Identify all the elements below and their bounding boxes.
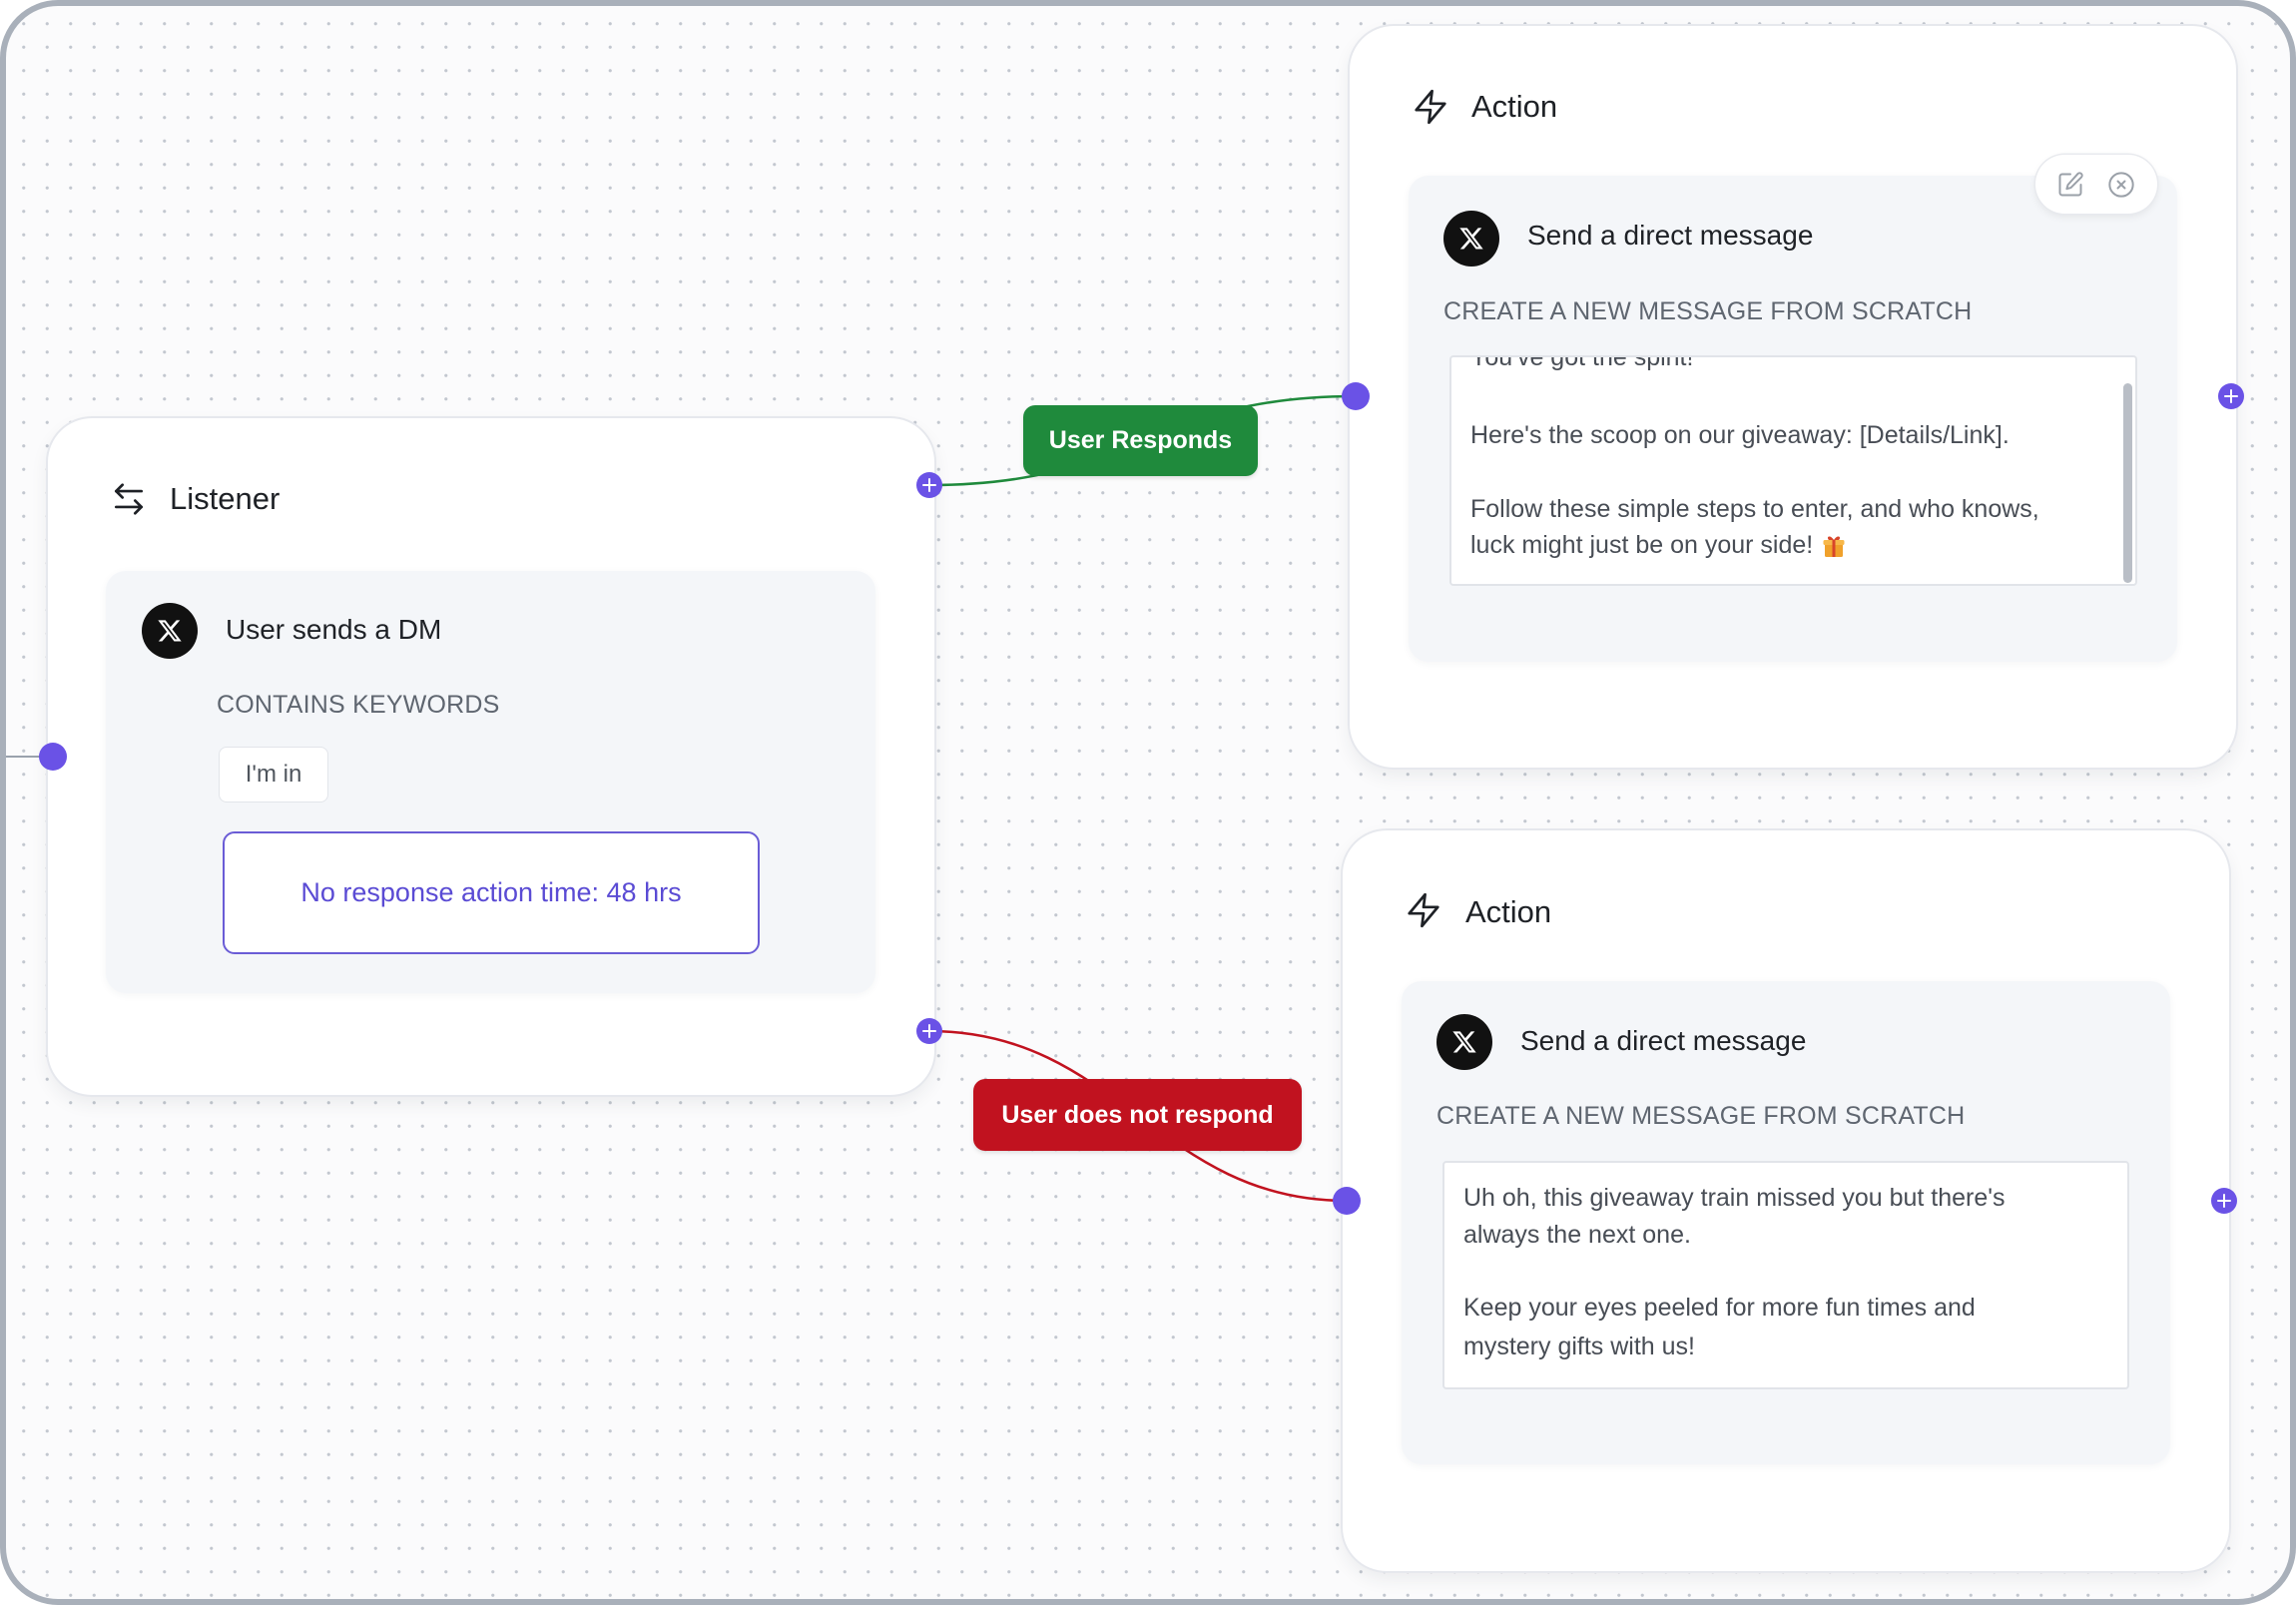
message-textarea[interactable]: Uh oh, this giveaway train missed you bu… [1442,1161,2129,1389]
close-circle-icon[interactable] [2107,171,2135,199]
action-title: Send a direct message [1527,220,1814,251]
message-mode-label: CREATE A NEW MESSAGE FROM SCRATCH [1443,297,1973,325]
x-logo-icon [142,603,198,659]
action-step-panel[interactable]: Send a direct message CREATE A NEW MESSA… [1402,981,2170,1464]
trigger-title: User sends a DM [226,614,442,645]
action-1-input-port[interactable] [1342,382,1370,410]
action-header-label: Action [1471,89,1558,124]
keyword-chip[interactable]: I'm in [219,747,328,802]
message-line: Keep your eyes peeled for more fun times… [1463,1294,1976,1322]
message-line: Uh oh, this giveaway train missed you bu… [1463,1184,2006,1212]
action-card-2[interactable]: Action Send a direct message CREATE A NE… [1343,830,2229,1571]
message-line-with-emoji: luck might just be on your side! [1470,527,1847,564]
lightning-icon [1408,892,1439,928]
no-response-timer-button[interactable]: No response action time: 48 hrs [223,831,760,954]
message-line: You've got the spirit! [1470,355,1694,371]
gift-icon [1823,536,1845,557]
add-branch-responds-button[interactable] [916,472,942,498]
message-mode-label: CREATE A NEW MESSAGE FROM SCRATCH [1436,1102,1966,1130]
message-line: always the next one. [1463,1221,1691,1249]
condition-label: CONTAINS KEYWORDS [217,691,500,719]
action-title: Send a direct message [1520,1025,1807,1056]
branch-label-no-response[interactable]: User does not respond [973,1079,1302,1151]
action-2-input-port[interactable] [1333,1187,1361,1215]
message-textarea[interactable]: You've got the spirit! Here's the scoop … [1449,355,2137,586]
add-branch-no-response-button[interactable] [916,1018,942,1044]
listener-card[interactable]: Listener User sends a DM CONTAINS KEYWOR… [48,418,934,1095]
action-2-add-next-button[interactable] [2211,1188,2237,1214]
message-line: Follow these simple steps to enter, and … [1470,495,2039,523]
action-header-label: Action [1465,894,1552,929]
action-step-panel[interactable]: Send a direct message CREATE A NEW MESSA… [1409,176,2177,662]
message-line: mystery gifts with us! [1463,1333,1695,1360]
listener-header-label: Listener [170,481,281,516]
action-1-add-next-button[interactable] [2218,383,2244,409]
lightning-icon [1415,89,1446,125]
arrows-left-right-icon [114,483,144,515]
x-logo-icon [1443,211,1499,267]
message-line: Here's the scoop on our giveaway: [Detai… [1470,421,2009,449]
listener-input-port[interactable] [39,743,67,771]
step-toolbar [2035,155,2157,214]
x-logo-icon [1436,1014,1492,1070]
incoming-connector [6,756,42,758]
branch-label-responds[interactable]: User Responds [1023,405,1258,476]
message-scrollbar[interactable] [2123,383,2132,583]
action-card-1[interactable]: Action Send a direct message CREATE A NE… [1350,26,2236,768]
edit-icon[interactable] [2056,171,2084,199]
message-line: luck might just be on your side! [1470,531,1814,559]
trigger-panel[interactable]: User sends a DM CONTAINS KEYWORDS I'm in… [106,571,875,993]
